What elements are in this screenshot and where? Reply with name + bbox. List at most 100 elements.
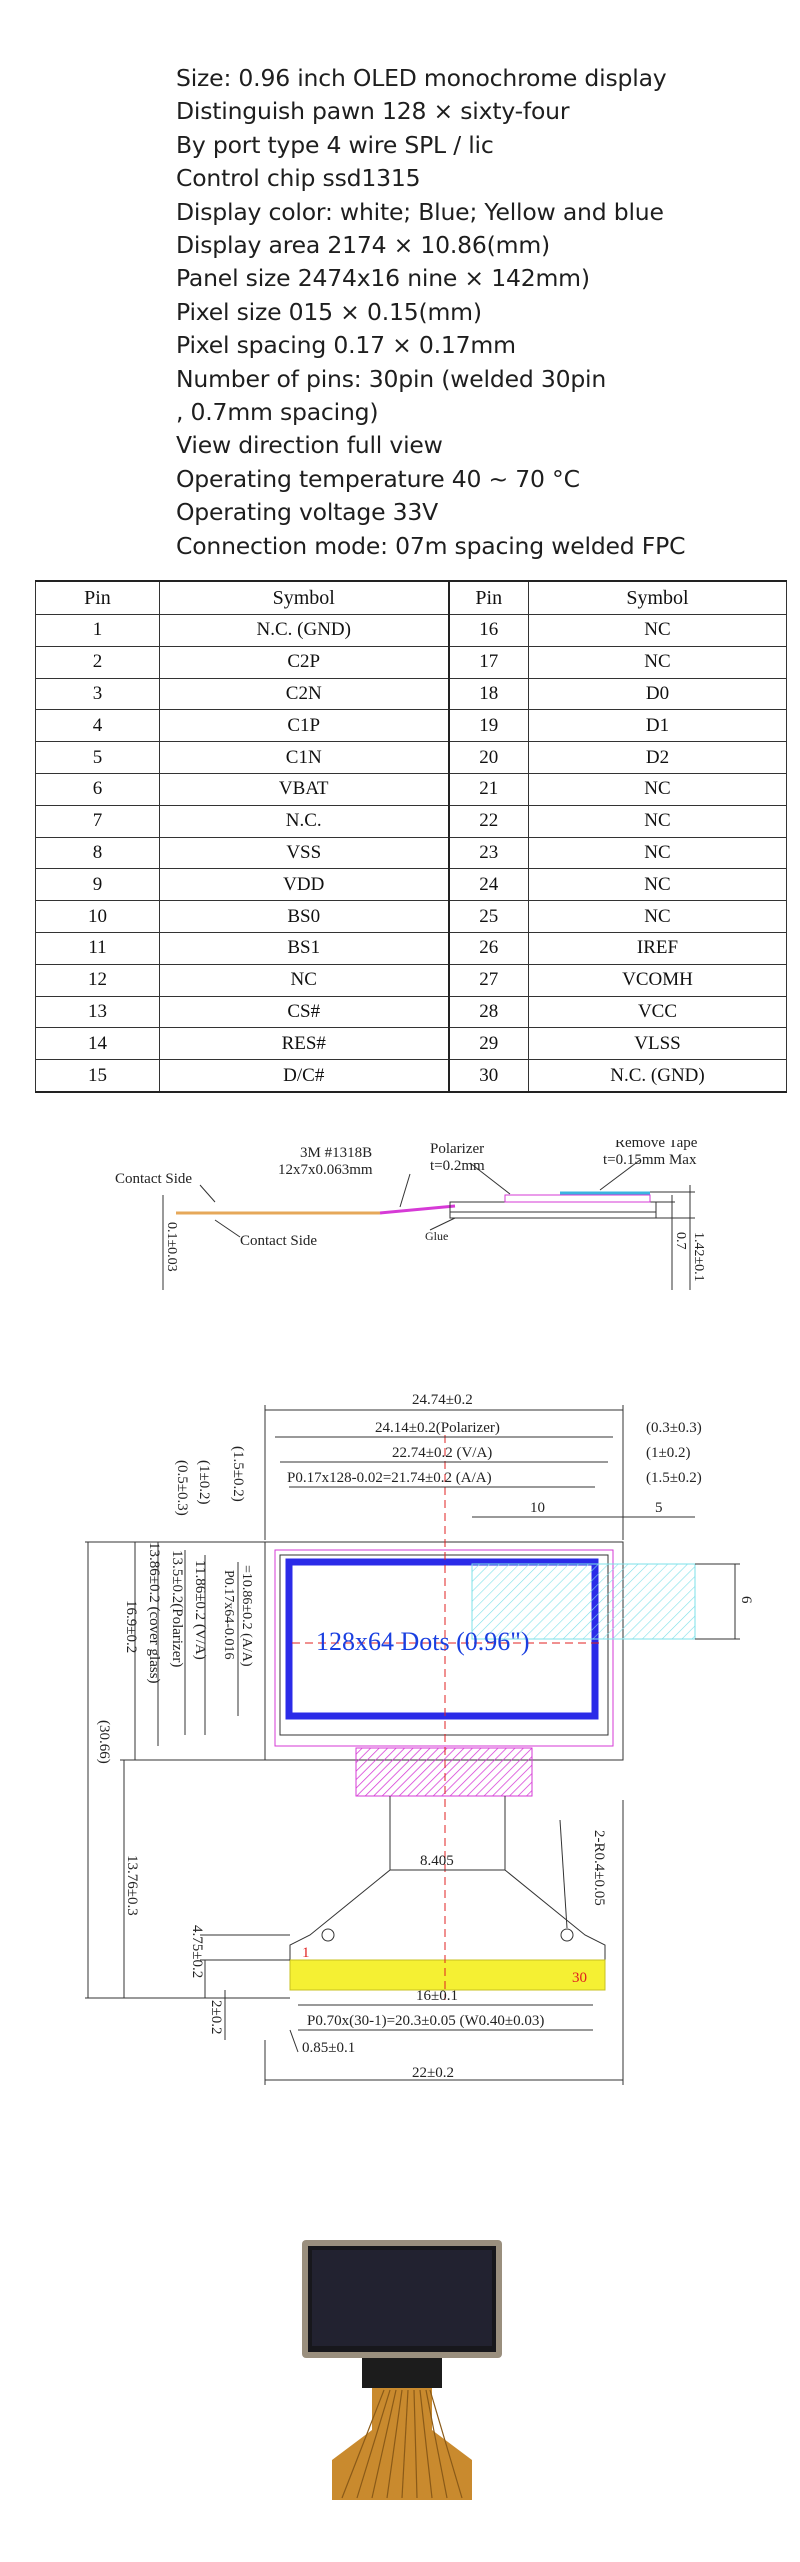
pin-symbol-cell: VCC: [527, 995, 788, 1029]
spec-line: By port type 4 wire SPL / lic: [176, 130, 494, 159]
fpc-traces: [341, 2389, 463, 2499]
pin-number-cell: 16: [447, 614, 529, 647]
pin-symbol-cell: NC: [527, 645, 788, 679]
pin-symbol-cell: NC: [158, 963, 450, 997]
margin-label: (1±0.2): [196, 1460, 212, 1504]
total-thickness-label: 1.42±0.1: [691, 1232, 706, 1282]
spec-line: , 0.7mm spacing): [176, 398, 379, 427]
pin-number-cell: 26: [447, 931, 529, 965]
pin-symbol-cell: RES#: [158, 1027, 450, 1061]
polarizer-outline: [274, 1549, 614, 1747]
fpc-pad-strip: [289, 1959, 606, 1991]
height-aa-value-label: =10.86±0.2 (A/A): [239, 1565, 254, 1667]
pin-30-marker: 30: [572, 1970, 587, 1986]
height-cover-glass-label: 13.86±0.2 (cover glass): [146, 1542, 162, 1684]
pin-number-cell: 12: [35, 963, 160, 997]
tape-label: 3M #1318B: [300, 1145, 372, 1161]
height-aa-label: P0.17x64-0.016: [221, 1570, 236, 1659]
pin-symbol-cell: N.C.: [158, 804, 450, 838]
pin-symbol-cell: CS#: [158, 995, 450, 1029]
leader-line: [429, 1217, 456, 1231]
pin-symbol-cell: BS0: [158, 900, 450, 933]
pin-number-cell: 19: [447, 709, 529, 743]
pin-number-cell: 4: [35, 709, 160, 743]
product-photo: [302, 2240, 502, 2500]
height-fpc-label: 13.76±0.3: [124, 1855, 140, 1916]
pin-number-cell: 22: [447, 804, 529, 838]
pin-1-marker: 1: [302, 1945, 310, 1961]
spec-line: Pixel size 015 × 0.15(mm): [176, 297, 482, 326]
pin-symbol-cell: N.C. (GND): [527, 1059, 788, 1093]
fpc-neck-width-label: 8.405: [420, 1853, 454, 1869]
pin-number-cell: 20: [447, 741, 529, 774]
column-header: Pin: [35, 580, 160, 615]
spec-line: Pixel spacing 0.17 × 0.17mm: [176, 331, 516, 360]
pin-number-cell: 2: [35, 645, 160, 679]
width-va-label: 22.74±0.2 (V/A): [392, 1445, 492, 1461]
glass-body: [449, 1201, 657, 1213]
leader-line: [469, 1162, 511, 1195]
glue-label: Glue: [425, 1229, 448, 1243]
pin-symbol-cell: VBAT: [158, 772, 450, 806]
tape-width-label: 10: [530, 1500, 545, 1516]
resolution-label: 128x64 Dots (0.96"): [316, 1627, 530, 1656]
pin-number-cell: 24: [447, 868, 529, 902]
leader-line: [559, 1819, 568, 1929]
pin-number-cell: 23: [447, 836, 529, 870]
height-polarizer-label: 13.5±0.2(Polarizer): [169, 1550, 185, 1667]
spec-line: View direction full view: [176, 431, 443, 460]
polarizer-thickness-label: t=0.2mm: [430, 1158, 485, 1174]
width-polarizer-label: 24.14±0.2(Polarizer): [375, 1420, 500, 1436]
column-header: Pin: [447, 580, 529, 615]
pin-number-cell: 14: [35, 1027, 160, 1061]
height-va-label: 11.86±0.2 (V/A): [192, 1560, 208, 1660]
spec-line: Connection mode: 07m spacing welded FPC: [176, 531, 686, 560]
pin-symbol-cell: NC: [527, 900, 788, 933]
fpc-bottom-label: 2±0.2: [208, 2000, 224, 2034]
pin-symbol-cell: NC: [527, 614, 788, 647]
pin-symbol-cell: VSS: [158, 836, 450, 870]
pin-number-cell: 7: [35, 804, 160, 838]
pin-symbol-cell: C1N: [158, 741, 450, 774]
remove-tape-label: Remove Tape: [615, 1140, 698, 1151]
pin-number-cell: 21: [447, 772, 529, 806]
pin-number-cell: 8: [35, 836, 160, 870]
tape-layer: [379, 1204, 456, 1215]
pin-number-cell: 30: [447, 1059, 529, 1093]
spec-line: Operating temperature 40 ~ 70 °C: [176, 464, 580, 493]
pin-number-cell: 1: [35, 614, 160, 647]
fpc-thickness-label: 0.1±0.03: [164, 1222, 179, 1272]
pin-number-cell: 3: [35, 677, 160, 711]
margin-label: (0.5±0.3): [174, 1460, 190, 1516]
pin-number-cell: 27: [447, 963, 529, 997]
pad-pitch-label: P0.70x(30-1)=20.3±0.05 (W0.40±0.03): [307, 2013, 544, 2029]
spec-line: Display color: white; Blue; Yellow and b…: [176, 197, 664, 226]
pin-number-cell: 18: [447, 677, 529, 711]
leader-line: [399, 1173, 411, 1208]
pin-symbol-cell: NC: [527, 804, 788, 838]
margin-label: (0.3±0.3): [646, 1420, 702, 1436]
pin-symbol-cell: C2P: [158, 645, 450, 679]
tape-size-label: 12x7x0.063mm: [278, 1162, 373, 1178]
fpc-cable: [332, 2388, 472, 2500]
pin-symbol-cell: VDD: [158, 868, 450, 902]
mounting-hole: [321, 1928, 335, 1942]
width-total-label: 24.74±0.2: [412, 1392, 473, 1408]
side-view-drawing: Contact Side Contact Side 3M #1318B 12x7…: [115, 1140, 706, 1290]
tape-highlight: [471, 1563, 696, 1640]
pin-symbol-cell: C2N: [158, 677, 450, 711]
pin-symbol-cell: IREF: [527, 931, 788, 965]
pin-number-cell: 29: [447, 1027, 529, 1061]
